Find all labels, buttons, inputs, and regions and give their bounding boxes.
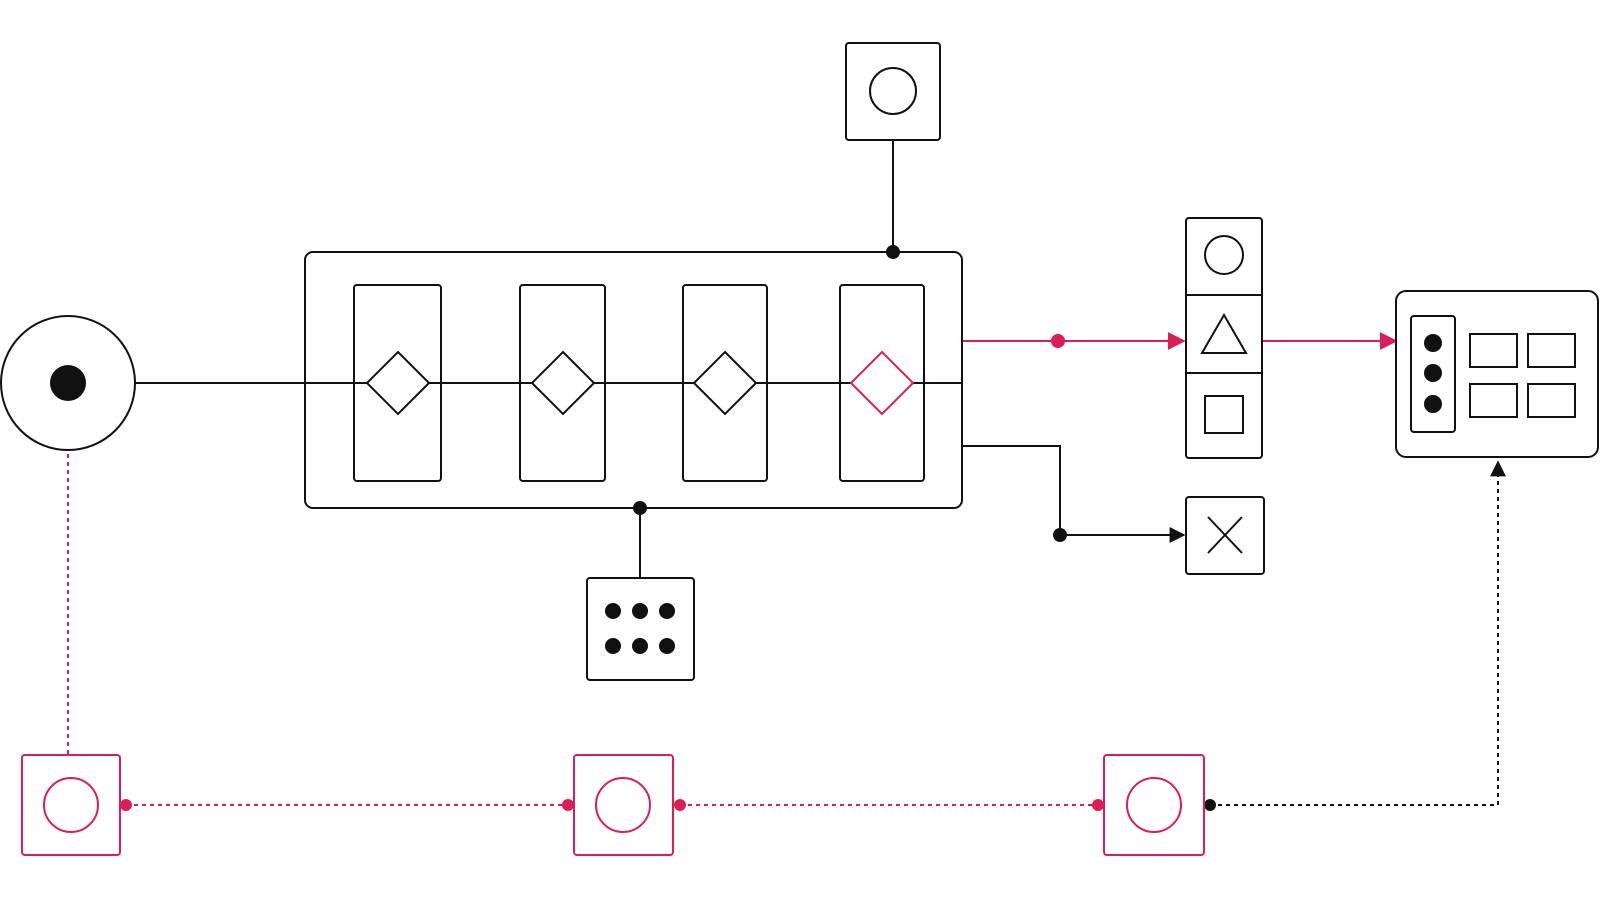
circle-icon bbox=[1126, 777, 1182, 833]
pipeline-container[interactable] bbox=[304, 251, 963, 509]
bottom-to-dashboard-dot bbox=[1204, 799, 1216, 811]
circle-icon bbox=[1204, 235, 1244, 275]
bottom-node-1[interactable] bbox=[21, 754, 121, 856]
square-icon bbox=[1204, 395, 1244, 434]
x-icon bbox=[1207, 516, 1243, 554]
pipeline-to-reject-arrow bbox=[962, 445, 1186, 543]
bottom-link-2-end-dot bbox=[1092, 799, 1104, 811]
target-circle-icon bbox=[50, 365, 86, 401]
diamond-icon bbox=[849, 350, 915, 416]
six-dots-icon bbox=[605, 603, 675, 654]
bottom-link-2-start-dot bbox=[674, 799, 686, 811]
connectors bbox=[67, 140, 1506, 811]
pipeline-stage-1[interactable] bbox=[353, 284, 442, 482]
bottom-node-2[interactable] bbox=[573, 754, 674, 856]
bottom-input-node[interactable] bbox=[586, 577, 695, 681]
bottom-node-3[interactable] bbox=[1103, 754, 1205, 856]
pipeline-stage-3[interactable] bbox=[682, 284, 768, 482]
source-node[interactable] bbox=[0, 315, 136, 451]
diamond-icon bbox=[365, 350, 431, 416]
bottom-to-dashboard-dashed-arrow bbox=[1210, 460, 1506, 806]
pipeline-stage-2[interactable] bbox=[519, 284, 606, 482]
bottom-link-1-start-dot bbox=[120, 799, 132, 811]
bottom-link-1-end-dot bbox=[562, 799, 574, 811]
pipeline-to-reject-dot bbox=[1053, 528, 1067, 542]
reject-node[interactable] bbox=[1185, 496, 1265, 575]
circle-icon bbox=[43, 777, 99, 833]
diamond-icon bbox=[530, 350, 596, 416]
circle-icon bbox=[595, 777, 651, 833]
shape-stack-node[interactable] bbox=[1185, 217, 1263, 459]
pipeline-to-shapes-dot bbox=[1051, 334, 1065, 348]
top-input-node[interactable] bbox=[845, 42, 941, 141]
pipeline-stage-4[interactable] bbox=[839, 284, 925, 482]
dashboard-node[interactable] bbox=[1395, 290, 1599, 458]
circle-icon bbox=[869, 67, 917, 115]
dashboard-grid-icon bbox=[1410, 315, 1576, 433]
diamond-icon bbox=[692, 350, 758, 416]
triangle-icon bbox=[1200, 313, 1248, 354]
